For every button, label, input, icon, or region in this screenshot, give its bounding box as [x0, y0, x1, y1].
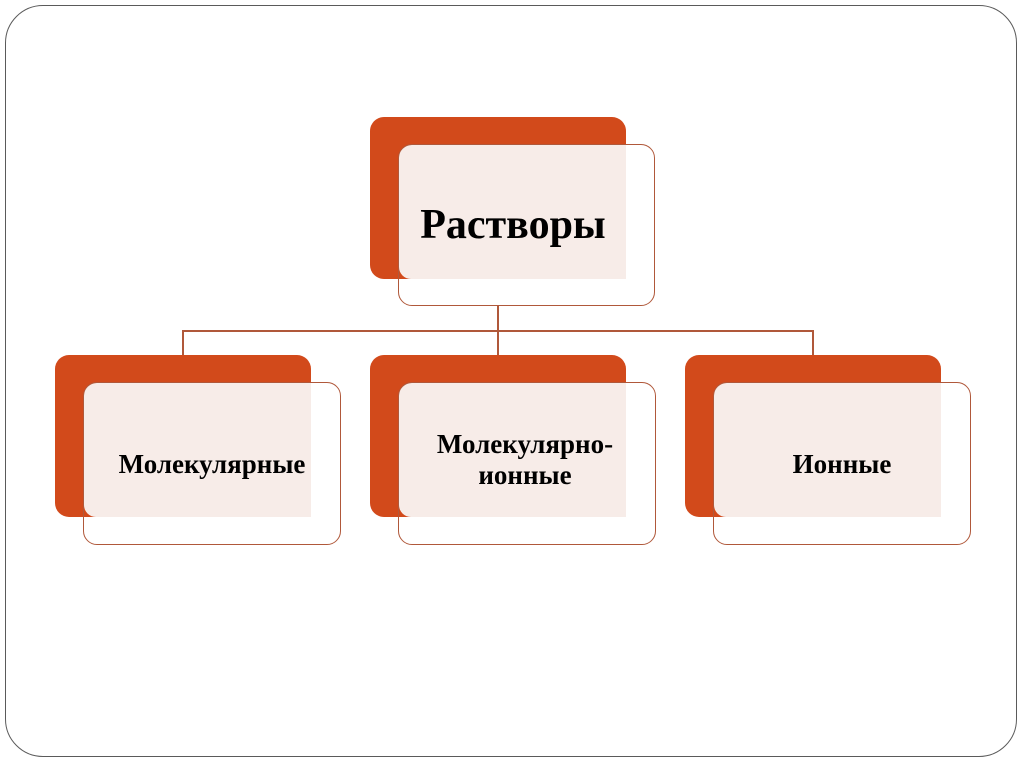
connector-right-drop: [812, 330, 814, 355]
child-label-ionic: Ионные: [792, 449, 892, 480]
child-label-molecular: Молекулярные: [118, 449, 306, 480]
child-label-molecular-ionic: Молекулярно-ионные: [436, 428, 614, 490]
connector-left-drop: [182, 330, 184, 355]
connector-horizontal: [182, 330, 813, 332]
root-label: Растворы: [420, 201, 606, 248]
